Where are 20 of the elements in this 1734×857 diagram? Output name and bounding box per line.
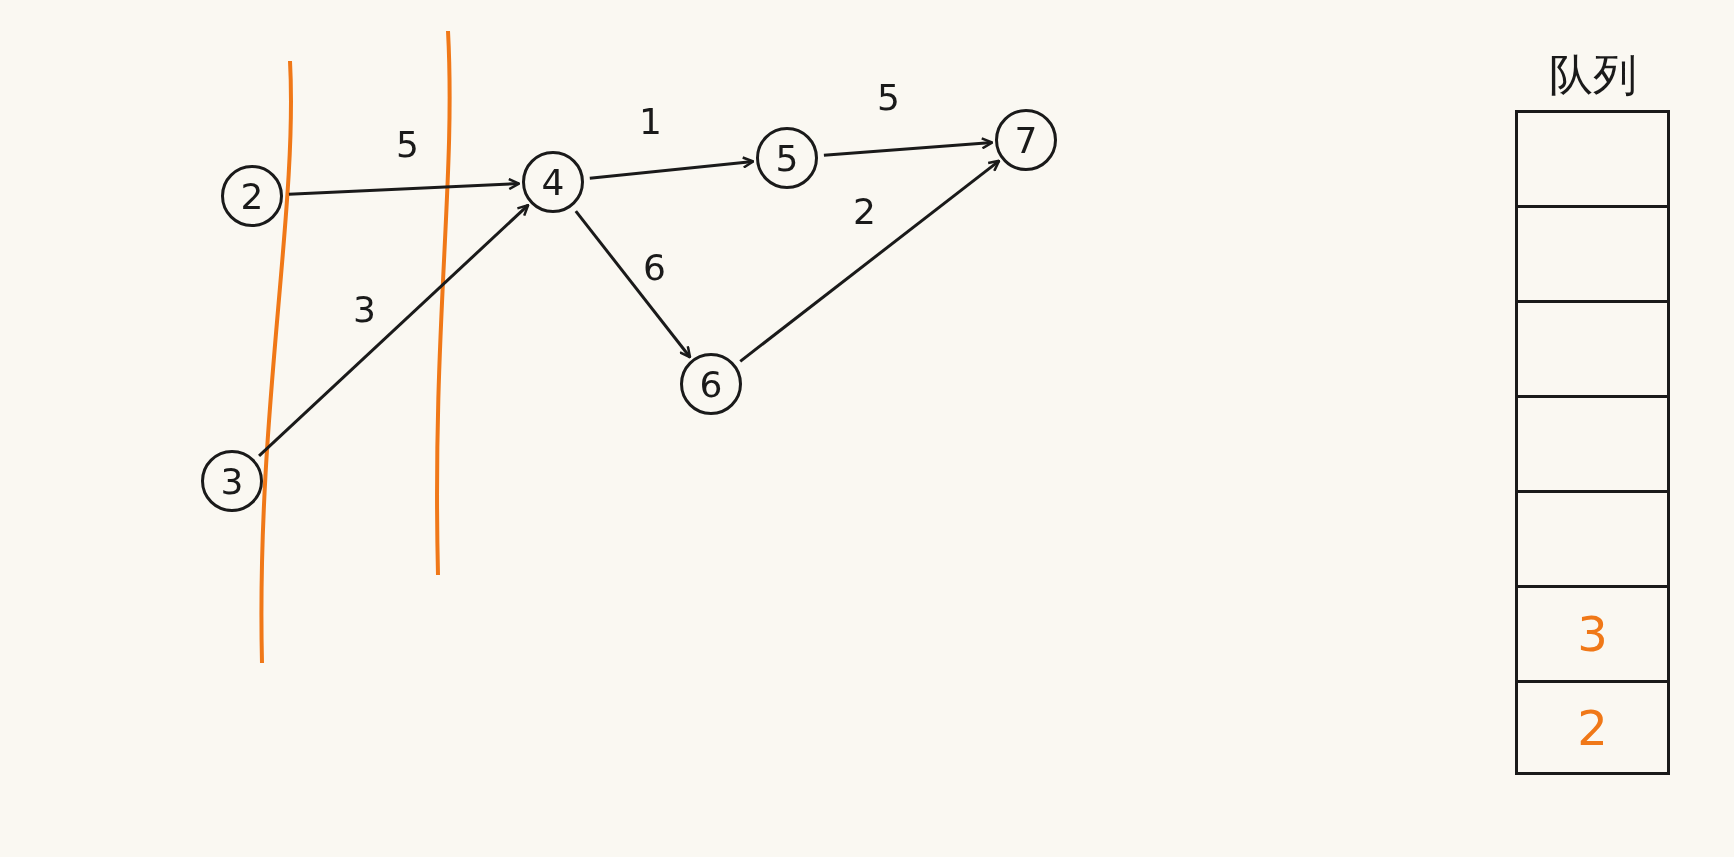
empty-slot: [1515, 300, 1670, 395]
empty-slot: [1515, 490, 1670, 585]
queue-title: 队列: [1547, 48, 1638, 102]
arrow: [823, 137, 994, 157]
empty-slot: [1515, 395, 1670, 490]
vertex-circle: 4: [522, 151, 584, 213]
vertex-circle: 2: [221, 165, 283, 227]
arrow: [288, 177, 521, 196]
empty-slot: [1515, 110, 1670, 205]
arrow: [258, 203, 530, 457]
queue-slot: 2: [1515, 680, 1670, 775]
empty-slot: [1515, 205, 1670, 300]
vertex-circle: 3: [201, 450, 263, 512]
queue-slot: 3: [1515, 585, 1670, 680]
arrow: [589, 156, 755, 180]
vertex-circle: 7: [995, 109, 1057, 171]
vertex-circle: 6: [680, 353, 742, 415]
arrow: [739, 159, 1001, 363]
arrow: [574, 210, 692, 359]
vertex-circle: 5: [756, 127, 818, 189]
